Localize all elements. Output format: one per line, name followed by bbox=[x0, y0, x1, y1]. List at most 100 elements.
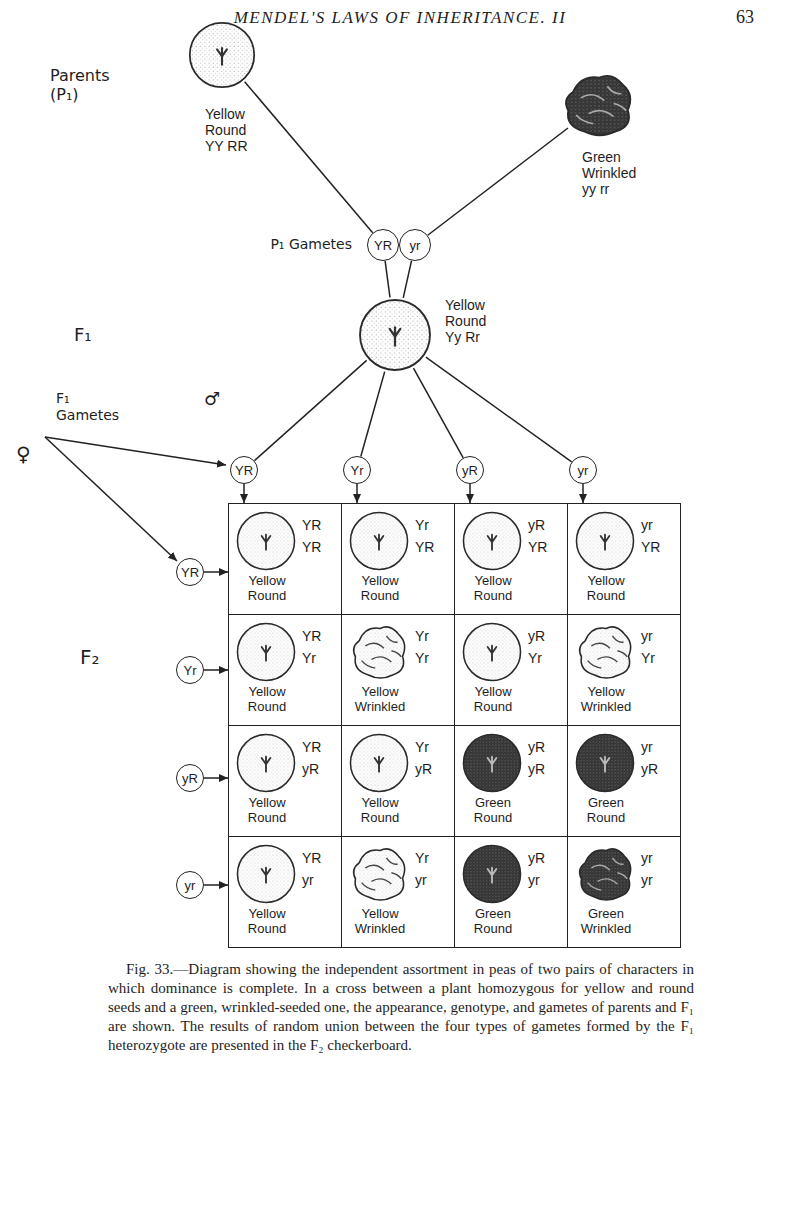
gamete-circle: yr bbox=[176, 871, 204, 899]
generation-label: F₁ bbox=[74, 324, 92, 345]
checkerboard-cell: yryrGreen Wrinkled bbox=[567, 836, 681, 948]
checkerboard-cell: Yr yrYellow Wrinkled bbox=[341, 836, 455, 948]
gamete-label: Yr bbox=[184, 664, 197, 677]
pea-label: Yellow Round Yy Rr bbox=[445, 297, 499, 345]
connector-line bbox=[204, 571, 228, 573]
gamete-heading: P₁ Gametes bbox=[250, 236, 352, 252]
pea-seed bbox=[235, 510, 297, 572]
connector-line bbox=[356, 484, 358, 503]
connector-line bbox=[361, 372, 385, 457]
phenotype-label: Yellow Round bbox=[458, 685, 528, 715]
pea-seed bbox=[235, 732, 297, 794]
genotype-label: Yr bbox=[415, 629, 429, 644]
connector-line bbox=[426, 357, 572, 462]
genotype-label: yR bbox=[528, 851, 545, 866]
genotype-label: yr bbox=[302, 873, 314, 888]
genotype-label: Yr bbox=[528, 651, 542, 666]
connector-line bbox=[204, 777, 228, 779]
pea-seed bbox=[574, 510, 636, 572]
gamete-label: yr bbox=[410, 239, 421, 252]
checkerboard-cell: YRYRYellow Round bbox=[228, 503, 342, 615]
gamete-circle: Yr bbox=[343, 456, 371, 484]
checkerboard-cell: yrYrYellow Wrinkled bbox=[567, 614, 681, 726]
phenotype-label: Green Wrinkled bbox=[571, 907, 641, 937]
pea-node: Yellow Round Yy Rr bbox=[357, 297, 433, 373]
genotype-label: Yr bbox=[415, 651, 429, 666]
pea-seed bbox=[574, 843, 636, 905]
genotype-label: yr bbox=[415, 873, 427, 888]
gamete-circle: Yr bbox=[176, 656, 204, 684]
connector-line bbox=[243, 484, 245, 503]
genotype-label: Yr bbox=[302, 651, 316, 666]
connector-line bbox=[254, 360, 366, 460]
gamete-label: yr bbox=[578, 464, 589, 477]
connector-line bbox=[428, 128, 568, 235]
checkerboard-cell: YrYRYellow Round bbox=[341, 503, 455, 615]
checkerboard-cell: yR YrYellow Round bbox=[454, 614, 568, 726]
phenotype-label: Yellow Round bbox=[571, 574, 641, 604]
pea-seed bbox=[574, 621, 636, 683]
genotype-label: YR bbox=[528, 540, 547, 555]
genotype-label: yR bbox=[641, 762, 658, 777]
genotype-label: yR bbox=[528, 629, 545, 644]
pea-seed bbox=[235, 621, 297, 683]
genotype-label: Yr bbox=[415, 851, 429, 866]
phenotype-label: Yellow Round bbox=[232, 907, 302, 937]
pea-seed bbox=[574, 732, 636, 794]
pea-label: Green Wrinkled yy rr bbox=[582, 149, 648, 197]
connector-line bbox=[413, 368, 463, 458]
phenotype-label: Yellow Round bbox=[345, 796, 415, 826]
genotype-label: yr bbox=[641, 873, 653, 888]
phenotype-label: Green Round bbox=[571, 796, 641, 826]
phenotype-label: Yellow Wrinkled bbox=[571, 685, 641, 715]
checkerboard-cell: yRYRYellow Round bbox=[454, 503, 568, 615]
pea-label: Yellow Round YY RR bbox=[205, 106, 259, 154]
pea-seed bbox=[235, 843, 297, 905]
connector-line bbox=[204, 884, 228, 886]
connector-line bbox=[204, 669, 228, 671]
figure-caption: Fig. 33.—Diagram showing the independent… bbox=[108, 960, 694, 1055]
genotype-label: yR bbox=[415, 762, 432, 777]
genotype-label: YR bbox=[302, 851, 321, 866]
connector-line bbox=[582, 484, 584, 503]
phenotype-label: Green Round bbox=[458, 796, 528, 826]
gamete-circle: YR bbox=[230, 456, 258, 484]
pea-seed bbox=[461, 732, 523, 794]
gamete-label: yR bbox=[462, 464, 478, 477]
phenotype-label: Yellow Wrinkled bbox=[345, 907, 415, 937]
pea-node: Yellow Round YY RR bbox=[187, 20, 257, 90]
genotype-label: yR bbox=[528, 518, 545, 533]
checkerboard-cell: yryRGreen Round bbox=[567, 725, 681, 837]
gamete-heading: F₁ Gametes bbox=[56, 390, 132, 424]
generation-label: Parents (P₁) bbox=[50, 66, 116, 104]
phenotype-label: Yellow Round bbox=[345, 574, 415, 604]
connector-line bbox=[385, 261, 390, 297]
page-number: 63 bbox=[736, 7, 754, 28]
genotype-label: yR bbox=[528, 740, 545, 755]
gamete-label: YR bbox=[374, 239, 392, 252]
pea-seed bbox=[559, 69, 637, 141]
running-head: MENDEL'S LAWS OF INHERITANCE. II bbox=[0, 8, 800, 28]
checkerboard-cell: YRyRYellow Round bbox=[228, 725, 342, 837]
sex-symbol: ♀ bbox=[16, 442, 31, 466]
checkerboard-cell: yR yR Green Round bbox=[454, 725, 568, 837]
genotype-label: yR bbox=[302, 762, 319, 777]
phenotype-label: Yellow Round bbox=[232, 685, 302, 715]
gamete-circle: YR bbox=[176, 558, 204, 586]
genotype-label: YR bbox=[302, 540, 321, 555]
pea-seed bbox=[461, 510, 523, 572]
genotype-label: YR bbox=[641, 540, 660, 555]
checkerboard-cell: YRYrYellow Round bbox=[228, 614, 342, 726]
checkerboard-cell: yRyrGreen Round bbox=[454, 836, 568, 948]
pea-seed bbox=[461, 843, 523, 905]
pea-seed bbox=[348, 510, 410, 572]
pea-seed bbox=[461, 621, 523, 683]
genotype-label: Yr bbox=[415, 740, 429, 755]
gamete-label: yR bbox=[182, 772, 198, 785]
genotype-label: YR bbox=[415, 540, 434, 555]
genotype-label: yr bbox=[641, 518, 653, 533]
pea-node: Green Wrinkled yy rr bbox=[559, 69, 637, 141]
genotype-label: yR bbox=[528, 762, 545, 777]
checkerboard-cell: yrYR Yellow Round bbox=[567, 503, 681, 615]
